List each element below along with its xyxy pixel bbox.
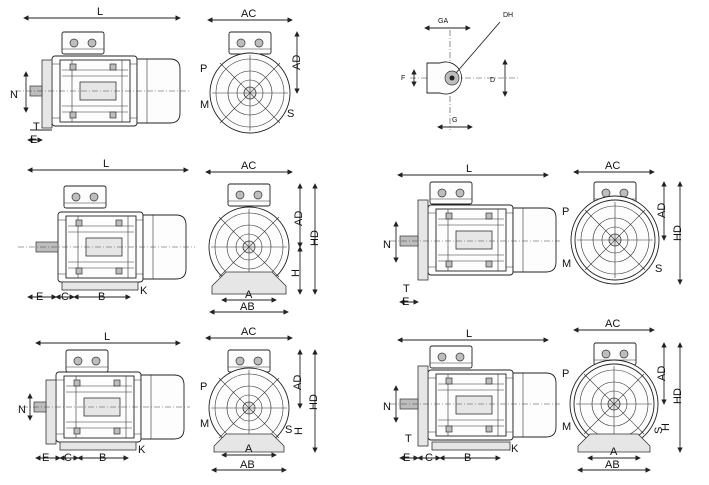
dim-S: S xyxy=(653,427,665,434)
dim-E: E xyxy=(42,452,49,464)
dim-M: M xyxy=(562,421,571,433)
dim-S: S xyxy=(285,424,292,436)
dim-P: P xyxy=(200,63,207,75)
dim-B: B xyxy=(99,452,106,464)
dim-P: P xyxy=(562,206,569,218)
dim-AC: AC xyxy=(605,318,620,330)
dim-HD: HD xyxy=(672,225,684,241)
dim-AB: AB xyxy=(240,301,255,313)
dim-E: E xyxy=(30,134,37,146)
dim-HD: HD xyxy=(672,388,684,404)
dim-C: C xyxy=(425,452,433,464)
dim-T: T xyxy=(403,283,410,295)
dim-M: M xyxy=(200,99,209,111)
dim-D: D xyxy=(490,77,495,84)
dim-F: F xyxy=(401,75,405,82)
dim-K: K xyxy=(511,443,519,455)
dim-AC: AC xyxy=(605,160,620,172)
view-top-left-side: L N T E xyxy=(10,6,190,146)
view-bottom-right-end: AC A AB AD HD P M S H xyxy=(562,318,684,473)
dim-DH: DH xyxy=(503,12,513,19)
dim-L: L xyxy=(466,163,472,175)
dim-A: A xyxy=(245,289,253,301)
shaft-key-detail: GA DH F D G xyxy=(401,12,520,130)
dim-C: C xyxy=(64,452,72,464)
dim-H: H xyxy=(293,427,305,435)
dim-AC: AC xyxy=(241,326,256,338)
dim-E: E xyxy=(36,291,43,303)
dim-A: A xyxy=(610,446,618,458)
view-top-end: AC AD P M S xyxy=(200,8,303,134)
dim-T: T xyxy=(405,433,412,445)
dim-K: K xyxy=(138,444,146,456)
dim-H: H xyxy=(660,423,672,431)
dim-H: H xyxy=(290,269,302,277)
dim-AD: AD xyxy=(656,203,668,218)
view-bottom-end: AC A AB AD HD P M S H xyxy=(200,326,320,473)
view-mid-right-side: L N T E xyxy=(383,163,560,308)
dim-A: A xyxy=(245,443,253,455)
dim-M: M xyxy=(200,418,209,430)
dim-AD: AD xyxy=(656,366,668,381)
dim-B: B xyxy=(464,452,471,464)
dim-T: T xyxy=(33,121,40,133)
dim-AD: AD xyxy=(292,375,304,390)
dim-S: S xyxy=(287,108,294,120)
view-mid-right-end: AC AD HD P M S xyxy=(562,160,684,285)
dim-AC: AC xyxy=(241,8,256,20)
dim-HD: HD xyxy=(308,394,320,410)
dim-N: N xyxy=(10,89,18,101)
view-bottom-left-side: L N E C B K xyxy=(18,331,190,464)
dim-HD: HD xyxy=(309,230,321,246)
dim-S: S xyxy=(655,263,662,275)
dim-AB: AB xyxy=(240,459,255,471)
dim-N: N xyxy=(383,401,391,413)
dim-L: L xyxy=(466,328,472,340)
dim-M: M xyxy=(562,258,571,270)
dim-C: C xyxy=(61,291,69,303)
dim-GA: GA xyxy=(438,18,448,25)
dim-B: B xyxy=(98,291,105,303)
dim-N: N xyxy=(18,404,26,416)
dim-G: G xyxy=(452,117,457,124)
dim-K: K xyxy=(140,285,148,297)
dim-N: N xyxy=(383,239,391,251)
dim-E: E xyxy=(403,452,410,464)
view-mid-left-side: L E C B K xyxy=(18,158,195,303)
dim-P: P xyxy=(200,381,207,393)
view-mid-end: AC A AB AD HD H xyxy=(205,160,321,315)
dim-P: P xyxy=(562,368,569,380)
dim-AD: AD xyxy=(291,55,303,70)
dim-L: L xyxy=(104,331,110,343)
dim-L: L xyxy=(103,158,109,170)
dim-AC: AC xyxy=(241,160,256,172)
dim-AD: AD xyxy=(293,211,305,226)
dim-E: E xyxy=(402,296,409,308)
view-bottom-right-side: L N T E C B K xyxy=(383,328,560,464)
dim-L: L xyxy=(97,6,103,18)
dim-AB: AB xyxy=(605,459,620,471)
